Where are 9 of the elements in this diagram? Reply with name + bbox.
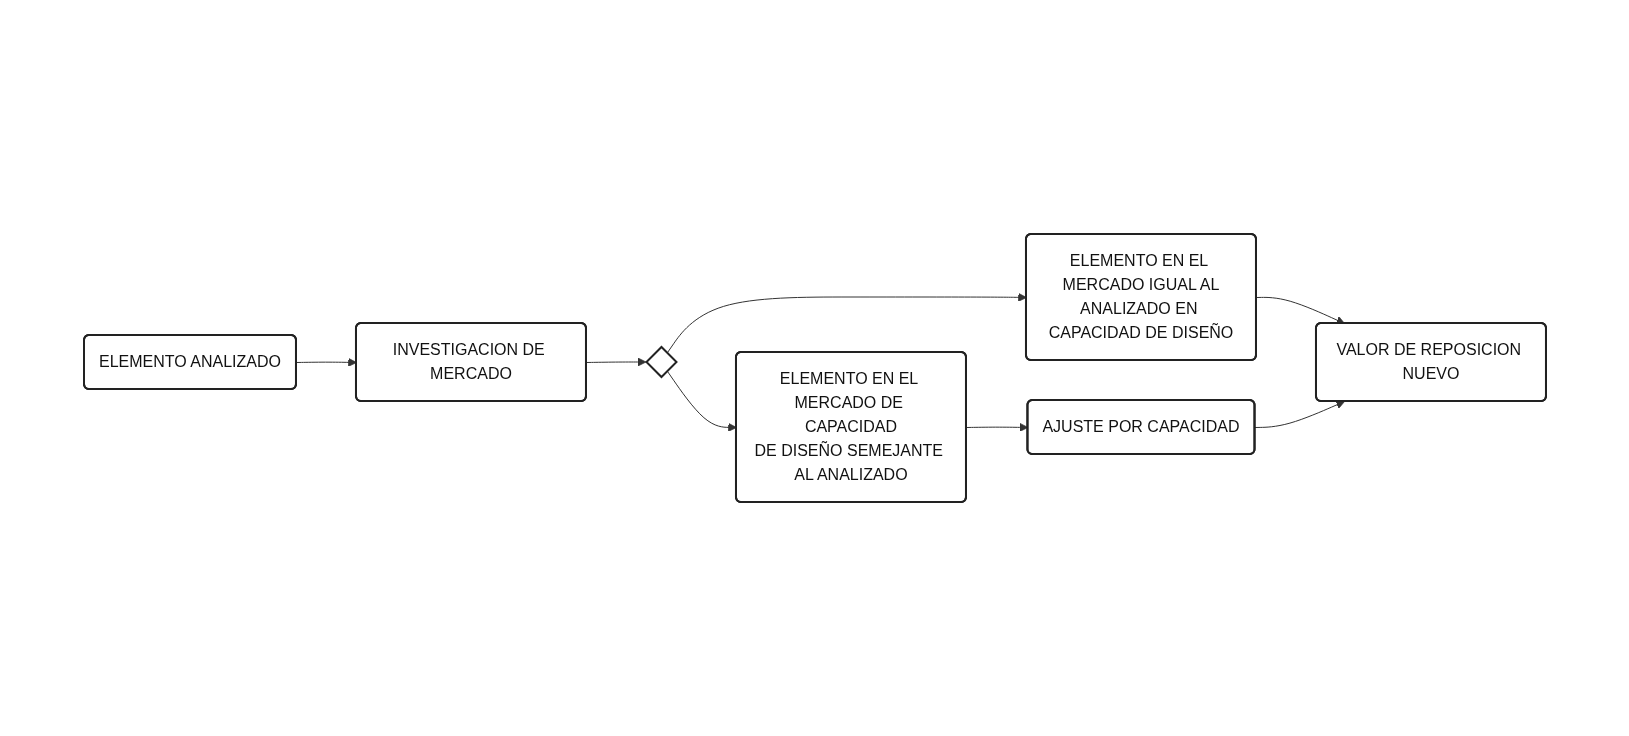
node-text: ELEMENTO ANALIZADO	[98, 353, 281, 370]
node-diamond	[644, 345, 678, 379]
node-text: ELEMENTO EN EL MERCADO DE CAPACIDAD DE DISEÑO SEMEJANTE AL ANALIZADO	[754, 370, 943, 483]
node-text: INVESTIGACION DE MERCADO	[392, 341, 545, 382]
arrow	[1255, 296, 1345, 325]
node-text: VALOR DE REPOSICION NUEVO	[1335, 341, 1521, 382]
node-text: ELEMENTO EN EL MERCADO IGUAL AL ANALIZADO EN CAPACIDAD DE DISEÑO	[1048, 252, 1233, 341]
arrow	[1254, 400, 1345, 428]
arrow	[585, 357, 646, 367]
